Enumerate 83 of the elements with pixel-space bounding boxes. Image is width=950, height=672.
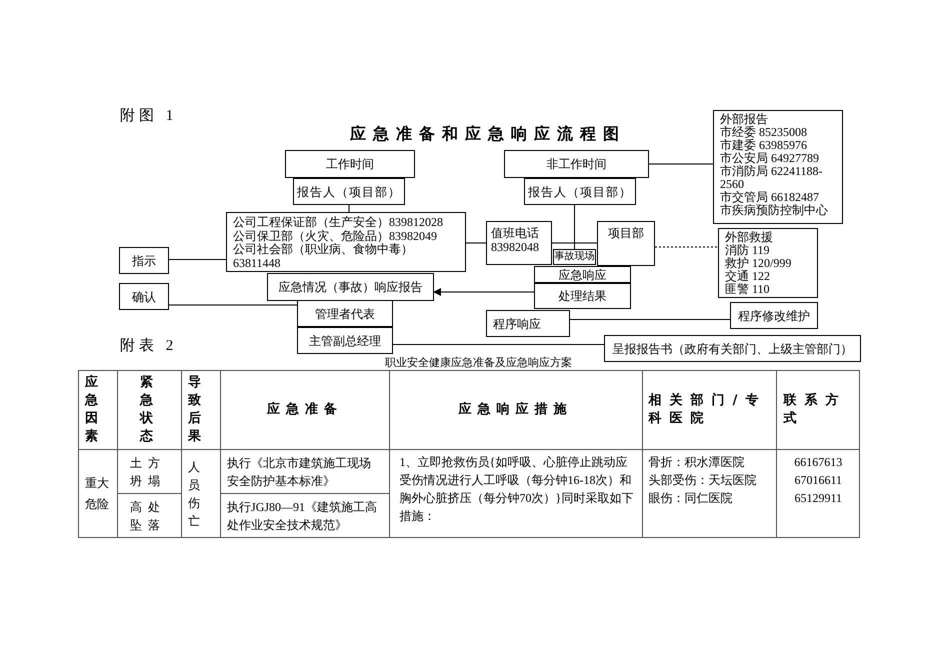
process-box [119,247,169,274]
box-label: 呈报报告书（政府有关部门、上级主管部门） [612,342,852,356]
box-label: 市经委 85235008 [720,126,808,139]
process-box [293,178,405,205]
process-box [119,283,169,310]
box-label: 应急响应 [558,268,606,282]
figure-number: 附图 1 [120,107,178,125]
process-box [597,221,655,266]
process-box [297,327,393,354]
box-label: 市疾病预防控制中心 [720,204,829,217]
box-label: 指示 [132,254,156,268]
info-box [713,110,843,224]
box-label: 市建委 63985976 [720,139,808,152]
box-label: 市消防局 62241188-2560 [720,165,824,191]
table-cell: 执行《北京市建筑施工现场安全防护基本标准》 [220,450,390,494]
process-box [534,283,631,309]
box-heading: 公司工程保证部（生产安全）839812028 [233,216,444,230]
box-label: 消防 119 [725,244,771,257]
connector-line [570,319,730,320]
process-box [524,178,636,205]
info-box [718,228,818,298]
box-label: 项目部 [608,226,644,240]
table-cell: 1、立即抢救伤员{如呼吸、心脏停止跳动应受伤情况进行人工呼吸（每分钟16-18次）和胸外心脏挤压（每分钟70次）}同时采取如下措施： [389,450,642,538]
connector-line [392,344,604,345]
process-box [534,266,631,283]
column-header: 应急准备 [220,370,390,450]
box-heading: 外部救援 [725,231,774,244]
table-cell: 重大危险 [78,450,118,538]
process-box [486,221,552,265]
diagram-title: 应急准备和应急响应流程图 [350,124,626,145]
process-box [297,300,393,327]
column-header: 紧急状态 [117,370,182,450]
box-label: 确认 [132,290,156,304]
connector-line [574,204,575,250]
box-label: 非工作时间 [546,157,606,171]
process-box [267,273,434,301]
box-label: 报告人（项目部） [297,184,401,198]
table-cell-text: 66167613 [793,454,844,471]
table-number: 附表 2 [120,336,178,355]
column-header: 相关部门/专科医院 [642,370,777,450]
box-label: 程序响应 [493,317,542,331]
box-label: 程序修改维护 [738,308,810,322]
table-cell-text: 头部受伤：天坛医院 [648,472,758,489]
contact-box [226,212,466,272]
box-label: 公司社会部（职业病、食物中毒）63811448 [233,243,414,270]
box-label: 应急情况（事故）响应报告 [278,280,422,294]
table-cell-text: 65129911 [793,490,843,507]
box-label: 事故现场 [554,250,594,264]
connector-line [466,242,486,244]
table-cell-text: 骨折：积水潭医院 [648,454,746,471]
table-caption: 职业安全健康应急准备及应急响应方案 [385,356,572,370]
box-label: 公司保卫部（火灾、危险品）83982049 [233,230,438,243]
dashed-line [654,246,718,248]
arrow [433,288,534,296]
process-box [604,335,861,362]
connector-line [168,304,298,306]
process-box [730,302,818,329]
box-label: 工作时间 [326,157,374,171]
column-header: 应急响应措施 [389,370,642,450]
connector-line [168,259,226,260]
column-header: 应急因素 [78,370,118,450]
box-label: 值班电话 83982048 [491,226,540,254]
box-heading: 外部报告 [720,113,769,126]
connector-line [348,204,350,212]
table-cell: 土方坍塌 [117,450,182,494]
box-label: 市交管局 66182487 [720,191,820,204]
box-label: 报告人（项目部） [528,184,632,198]
table-cell-text: 67016611 [793,472,843,489]
box-label: 主管副总经理 [309,334,381,348]
box-label: 救护 120/999 [725,257,792,270]
process-box [285,150,415,178]
table-cell: 人员伤亡 [182,450,221,538]
process-box [504,150,649,178]
column-header: 导致后果 [182,370,221,450]
box-label: 处理结果 [558,289,606,303]
process-box [486,310,570,337]
box-label: 市公安局 64927789 [720,152,820,165]
box-label: 交通 122 [725,270,771,283]
box-label: 管理者代表 [315,306,375,320]
table-cell-text: 眼伤：同仁医院 [648,490,734,507]
connector-line [552,242,598,244]
column-header: 联系方式 [776,370,860,450]
box-label: 匪警 110 [725,283,771,296]
